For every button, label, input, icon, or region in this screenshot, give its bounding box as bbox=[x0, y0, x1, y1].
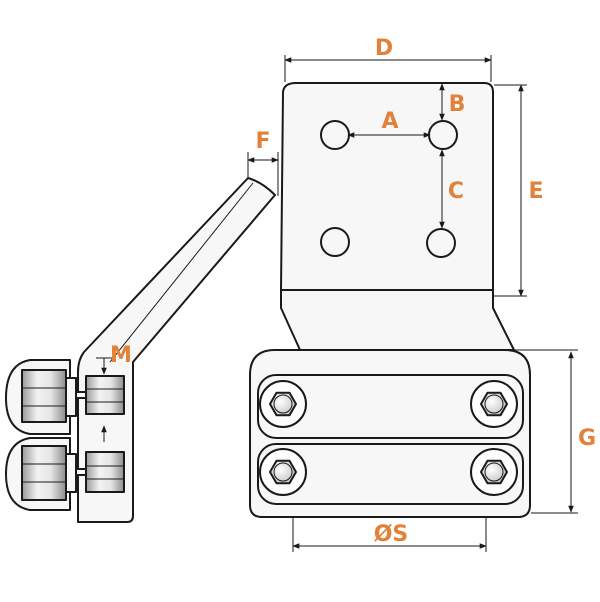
label-c: C bbox=[448, 179, 464, 204]
bolt-bottom-left bbox=[259, 448, 307, 496]
label-e: E bbox=[528, 179, 543, 204]
side-tab-edge bbox=[109, 182, 254, 363]
clamp-upper-bar bbox=[257, 374, 524, 439]
bolt-top-left bbox=[259, 380, 307, 428]
label-a: A bbox=[381, 109, 398, 134]
hole-bottom-left bbox=[320, 227, 350, 257]
hole-top-left bbox=[320, 120, 350, 150]
side-bolt-upper bbox=[5, 359, 125, 435]
bolt-bottom-right bbox=[470, 448, 518, 496]
label-g: G bbox=[578, 426, 596, 451]
side-tab-profile bbox=[77, 177, 276, 523]
label-b: B bbox=[449, 92, 466, 117]
side-bolt-lower bbox=[5, 437, 125, 511]
label-s: ØS bbox=[374, 522, 409, 547]
label-m: M bbox=[110, 343, 132, 368]
label-f: F bbox=[255, 129, 270, 154]
label-d: D bbox=[375, 36, 393, 61]
bolt-top-right bbox=[470, 380, 518, 428]
clamp-lower-bar bbox=[257, 443, 524, 505]
hole-bottom-right bbox=[426, 228, 456, 258]
hole-top-right bbox=[428, 120, 458, 150]
